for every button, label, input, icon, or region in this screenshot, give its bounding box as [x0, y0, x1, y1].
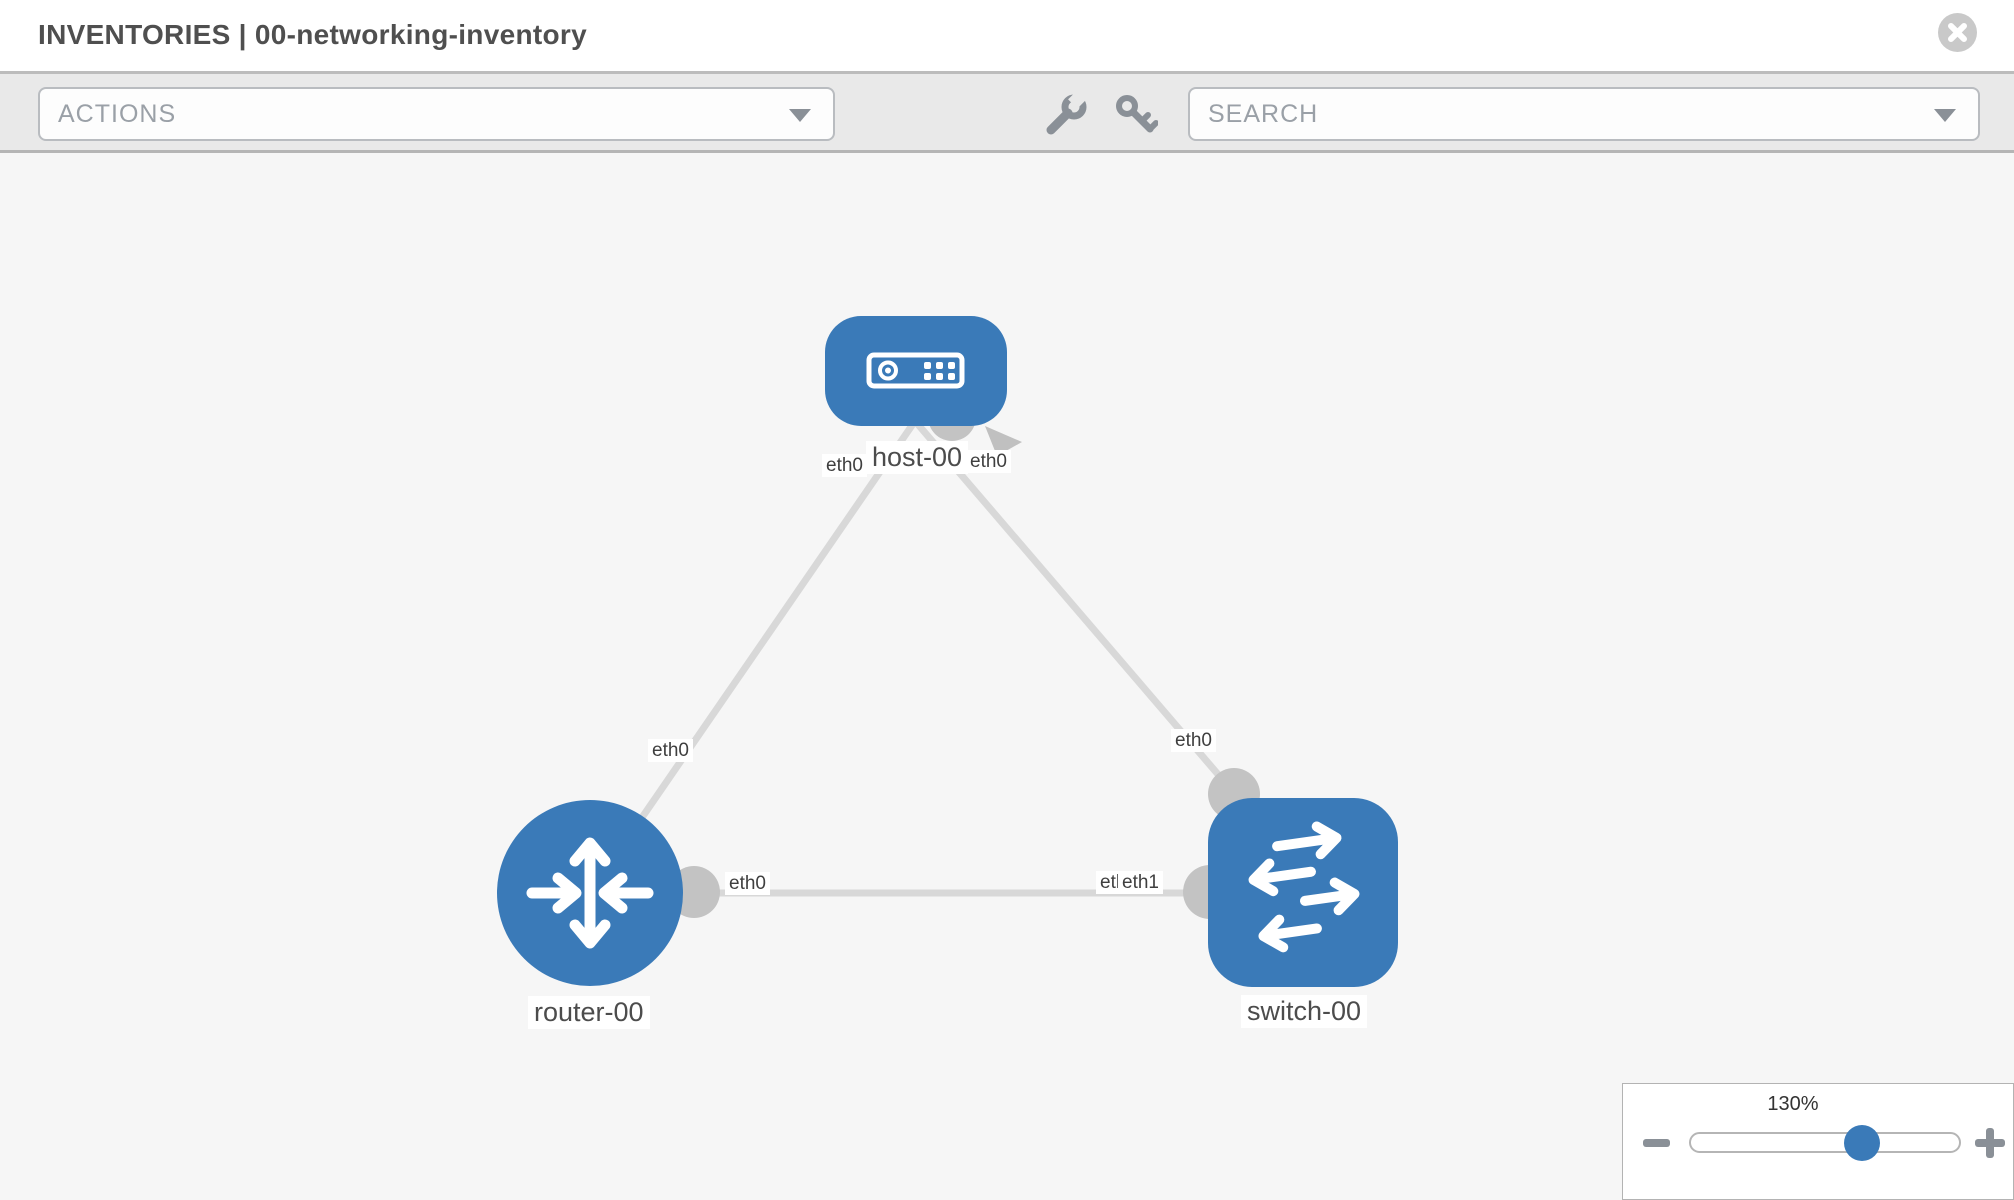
wrench-icon — [1046, 90, 1087, 135]
chevron-down-icon — [789, 109, 811, 122]
node-host-00[interactable] — [825, 316, 1007, 426]
zoom-panel: 130% — [1622, 1083, 2014, 1200]
close-icon — [1948, 23, 1967, 42]
configure-button[interactable] — [1044, 90, 1088, 137]
zoom-in-plus-icon[interactable] — [1975, 1128, 2005, 1158]
credentials-button[interactable] — [1114, 93, 1159, 137]
actions-dropdown[interactable]: ACTIONS — [38, 87, 835, 141]
interface-label: eth0 — [966, 450, 1011, 473]
node-label-host: host-00 — [866, 441, 969, 474]
key-icon — [1116, 95, 1159, 133]
topology-canvas[interactable]: eth0 eth0 eth0 eth0 eth0 eth0 eth1 host-… — [0, 153, 2014, 1200]
links-layer — [587, 393, 1303, 919]
router-arrows-icon — [526, 837, 654, 949]
zoom-slider-track[interactable] — [1689, 1132, 1961, 1153]
node-label-switch: switch-00 — [1241, 995, 1368, 1028]
interface-label: eth0 — [822, 454, 867, 477]
interface-label: eth0 — [725, 872, 770, 895]
zoom-out-minus-icon[interactable] — [1643, 1139, 1670, 1147]
chevron-down-icon — [1934, 109, 1956, 122]
zoom-slider-thumb[interactable] — [1844, 1125, 1880, 1161]
search-dropdown[interactable]: SEARCH — [1188, 87, 1980, 141]
interface-label: eth1 — [1118, 871, 1163, 894]
switch-arrows-icon — [1248, 821, 1360, 953]
close-button[interactable] — [1938, 13, 1977, 52]
toolbar: ACTIONS SEARCH — [0, 71, 2014, 153]
header-bar: INVENTORIES | 00-networking-inventory — [0, 0, 2014, 71]
node-label-router: router-00 — [528, 996, 650, 1029]
interface-label: eth0 — [1171, 729, 1216, 752]
link-arrowhead — [985, 426, 1022, 456]
zoom-level-value: 130% — [1767, 1093, 1819, 1115]
node-switch-00[interactable] — [1208, 798, 1398, 987]
link-host-router[interactable] — [587, 419, 918, 895]
page-title: INVENTORIES | 00-networking-inventory — [38, 19, 587, 50]
host-server-icon — [866, 352, 965, 389]
search-dropdown-label: SEARCH — [1208, 99, 1319, 128]
actions-dropdown-label: ACTIONS — [58, 99, 177, 128]
node-router-00[interactable] — [497, 800, 683, 986]
interface-label: eth0 — [648, 739, 693, 762]
